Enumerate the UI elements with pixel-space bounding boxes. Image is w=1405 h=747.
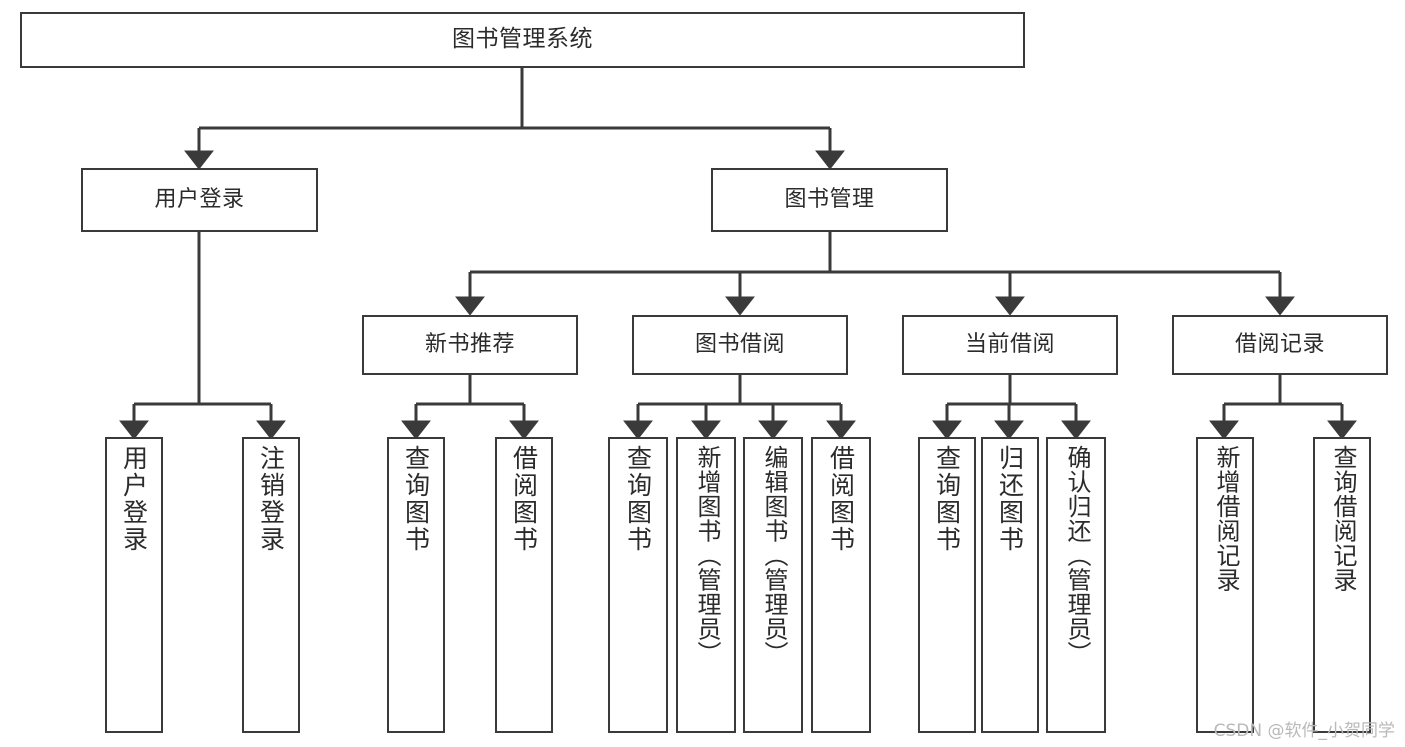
node-label: 归还图书 bbox=[995, 445, 1025, 553]
node-label: 查询图书 bbox=[932, 445, 962, 553]
leaf-add-book-admin[interactable]: 新增图书（管理员） bbox=[676, 437, 736, 733]
leaf-confirm-return-admin[interactable]: 确认归还（管理员） bbox=[1046, 437, 1106, 733]
leaf-return-book[interactable]: 归还图书 bbox=[981, 437, 1039, 733]
node-label: 借阅图书 bbox=[826, 445, 856, 553]
node-label: 新书推荐 bbox=[424, 331, 515, 357]
node-label: 查询借阅记录 bbox=[1328, 445, 1357, 592]
node-label: 查询图书 bbox=[623, 445, 653, 553]
node-label: 用户登录 bbox=[154, 186, 245, 212]
node-root-book-management-system[interactable]: 图书管理系统 bbox=[20, 12, 1025, 68]
node-label: 新增借阅记录 bbox=[1211, 445, 1240, 592]
leaf-new-book-borrow-book[interactable]: 借阅图书 bbox=[495, 437, 553, 733]
node-current-borrowing[interactable]: 当前借阅 bbox=[902, 315, 1118, 375]
leaf-borrow-borrow-book[interactable]: 借阅图书 bbox=[811, 437, 871, 733]
node-label: 图书管理系统 bbox=[452, 26, 593, 53]
node-label: 图书管理 bbox=[784, 186, 875, 212]
node-label: 确认归还（管理员） bbox=[1062, 445, 1091, 666]
csdn-watermark: CSDN @软件_小贺同学 bbox=[1213, 721, 1395, 741]
node-book-management[interactable]: 图书管理 bbox=[711, 168, 948, 232]
node-borrowing-record[interactable]: 借阅记录 bbox=[1172, 315, 1388, 375]
node-label: 查询图书 bbox=[401, 445, 431, 553]
leaf-logout[interactable]: 注销登录 bbox=[242, 437, 300, 733]
node-new-book-recommendation[interactable]: 新书推荐 bbox=[362, 315, 578, 375]
node-label: 用户登录 bbox=[119, 445, 149, 553]
node-label: 借阅记录 bbox=[1234, 331, 1325, 357]
leaf-query-borrow-record[interactable]: 查询借阅记录 bbox=[1313, 437, 1371, 733]
leaf-edit-book-admin[interactable]: 编辑图书（管理员） bbox=[743, 437, 803, 733]
node-label: 编辑图书（管理员） bbox=[759, 445, 788, 666]
node-book-borrowing[interactable]: 图书借阅 bbox=[632, 315, 848, 375]
node-label: 图书借阅 bbox=[694, 331, 785, 357]
leaf-add-borrow-record[interactable]: 新增借阅记录 bbox=[1196, 437, 1254, 733]
leaf-current-query-book[interactable]: 查询图书 bbox=[918, 437, 976, 733]
node-label: 新增图书（管理员） bbox=[692, 445, 721, 666]
leaf-user-login[interactable]: 用户登录 bbox=[105, 437, 163, 733]
node-label: 借阅图书 bbox=[509, 445, 539, 553]
node-label: 注销登录 bbox=[256, 445, 286, 553]
leaf-borrow-query-book[interactable]: 查询图书 bbox=[608, 437, 668, 733]
node-user-login[interactable]: 用户登录 bbox=[81, 168, 318, 232]
node-label: 当前借阅 bbox=[964, 331, 1055, 357]
leaf-new-book-query-book[interactable]: 查询图书 bbox=[387, 437, 445, 733]
